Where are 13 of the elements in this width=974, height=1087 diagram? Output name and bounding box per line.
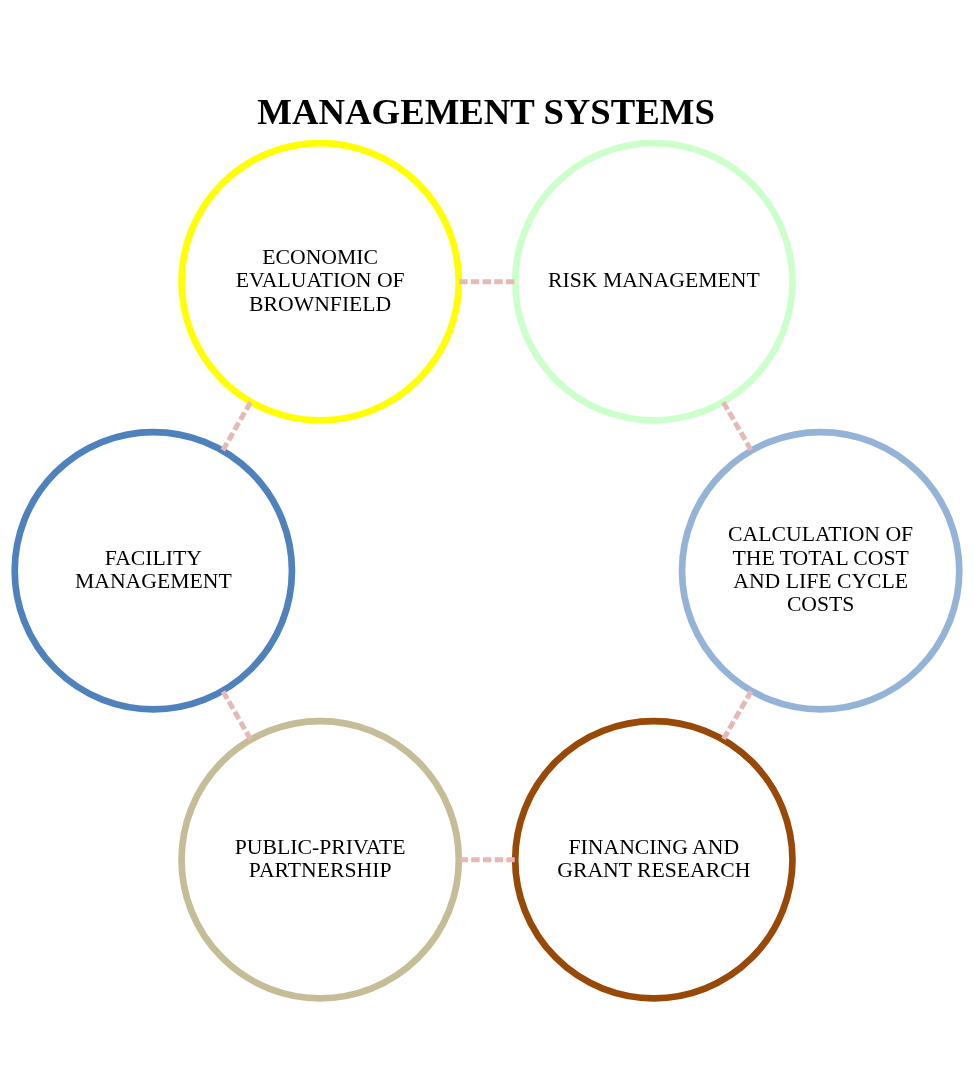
connector: [220, 689, 253, 740]
connector: [721, 689, 754, 741]
connector: [721, 400, 754, 452]
node-circle: CALCULATION OF THE TOTAL COST AND LIFE CYCLE COSTS: [678, 428, 963, 713]
node-circle: ECONOMIC EVALUATION OF BROWNFIELD: [178, 139, 463, 424]
diagram-title: MANAGEMENT SYSTEMS: [257, 90, 715, 132]
connector: [459, 856, 515, 862]
node-circle: FACILITY MANAGEMENT: [11, 428, 296, 713]
connector: [220, 400, 253, 452]
connector: [459, 278, 515, 284]
node-circle: PUBLIC-PRIVATE PARTNERSHIP: [178, 717, 463, 1002]
node-circle: RISK MANAGEMENT: [511, 139, 796, 424]
node-circle: FINANCING AND GRANT RESEARCH: [511, 717, 796, 1002]
